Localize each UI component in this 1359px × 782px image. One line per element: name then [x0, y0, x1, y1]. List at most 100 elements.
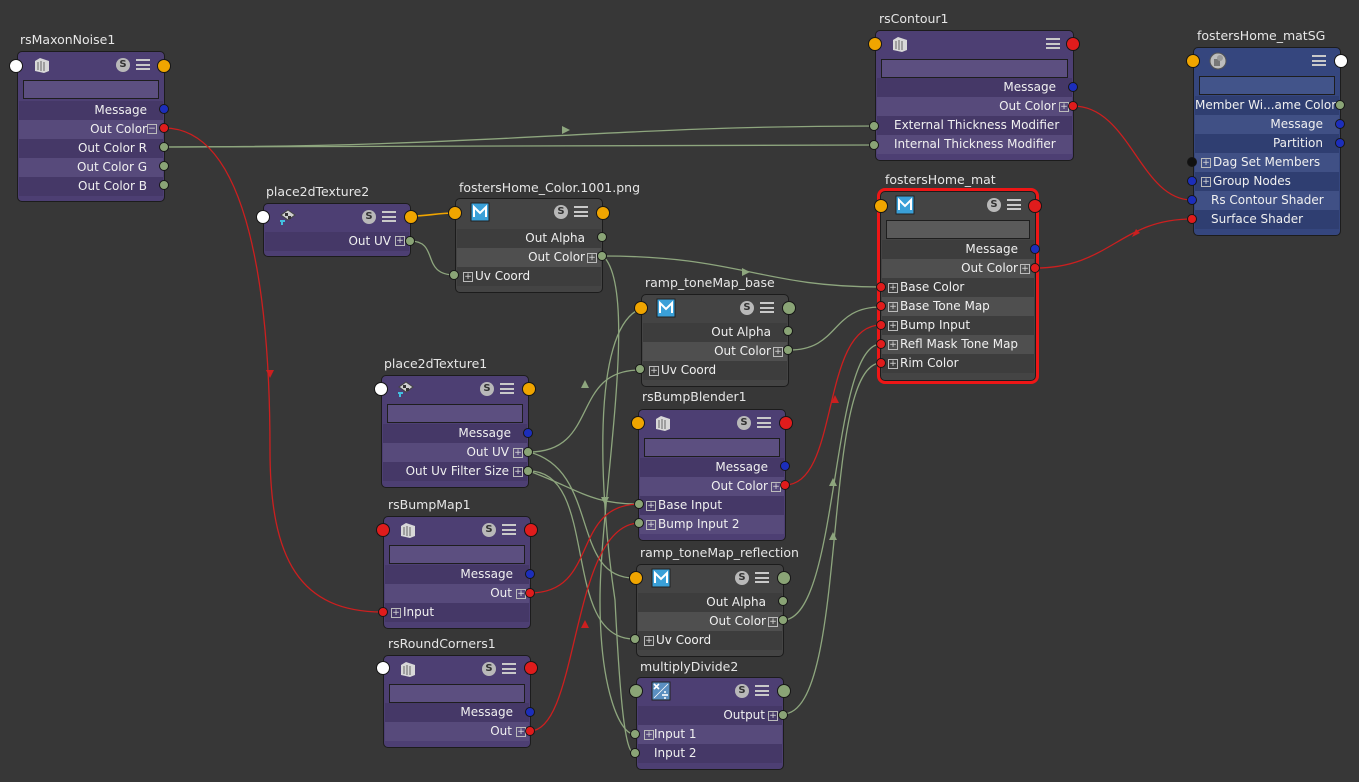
output-port[interactable]: [783, 326, 793, 336]
output-port[interactable]: [1334, 54, 1348, 68]
expand-icon[interactable]: +: [649, 366, 659, 376]
output-port[interactable]: [524, 523, 538, 537]
attr-input-2[interactable]: Input 2: [638, 744, 782, 763]
node-header[interactable]: S: [382, 376, 528, 402]
attr-refl-mask-tone-map[interactable]: Refl Mask Tone Map: [882, 335, 1034, 354]
output-port[interactable]: [778, 596, 788, 606]
output-port[interactable]: [525, 588, 535, 598]
output-port[interactable]: [596, 206, 610, 220]
attr-out-color[interactable]: Out Color: [457, 248, 601, 267]
output-port[interactable]: [1030, 263, 1040, 273]
node-rsRoundCorners1[interactable]: S Message Out +: [383, 655, 531, 748]
input-port[interactable]: [876, 339, 886, 349]
attr-uv-coord[interactable]: Uv Coord: [457, 267, 601, 286]
output-port[interactable]: [1028, 199, 1042, 213]
node-header[interactable]: S: [18, 52, 164, 78]
attr-external-thickness-modifier[interactable]: External Thickness Modifier: [877, 116, 1072, 135]
attr-member-wireframe-color[interactable]: Member Wi...ame Color: [1195, 96, 1339, 115]
node-header[interactable]: S: [639, 410, 785, 436]
attr-message[interactable]: Message: [19, 101, 163, 120]
attr-base-input[interactable]: Base Input: [640, 496, 784, 515]
attr-out[interactable]: Out: [385, 584, 529, 603]
attr-out-color-b[interactable]: Out Color B: [19, 177, 163, 196]
node-fostersHome_Color[interactable]: S Out Alpha Out Color Uv Coord + +: [455, 198, 603, 293]
swatch-toggle-button[interactable]: S: [116, 58, 130, 72]
attribute-list-icon[interactable]: [755, 685, 769, 696]
output-port[interactable]: [1066, 37, 1080, 51]
swatch-toggle-button[interactable]: S: [362, 210, 376, 224]
node-fostersHome_matSG[interactable]: Member Wi...ame Color Message Partition …: [1193, 47, 1341, 236]
node-header[interactable]: S: [264, 204, 410, 230]
output-port[interactable]: [404, 210, 418, 224]
input-port[interactable]: [869, 121, 879, 131]
input-port[interactable]: [634, 499, 644, 509]
attr-output[interactable]: Output: [638, 706, 782, 725]
attr-dag-set-members[interactable]: Dag Set Members: [1195, 153, 1339, 172]
output-port[interactable]: [523, 466, 533, 476]
output-port[interactable]: [523, 447, 533, 457]
attr-out-alpha[interactable]: Out Alpha: [638, 593, 782, 612]
expand-icon[interactable]: +: [644, 636, 654, 646]
output-port[interactable]: [777, 684, 791, 698]
output-port[interactable]: [1335, 138, 1345, 148]
attribute-list-icon[interactable]: [1312, 55, 1326, 66]
expand-icon[interactable]: +: [1201, 177, 1211, 187]
output-port[interactable]: [780, 461, 790, 471]
node-header[interactable]: S: [637, 678, 783, 704]
attr-out-color[interactable]: Out Color: [643, 342, 787, 361]
input-port[interactable]: [630, 748, 640, 758]
swatch-toggle-button[interactable]: S: [480, 382, 494, 396]
output-port[interactable]: [159, 104, 169, 114]
attr-out-color[interactable]: Out Color: [877, 97, 1072, 116]
collapse-icon[interactable]: −: [147, 124, 157, 134]
output-port[interactable]: [1068, 101, 1078, 111]
output-port[interactable]: [159, 123, 169, 133]
attr-message[interactable]: Message: [385, 565, 529, 584]
input-port[interactable]: [876, 320, 886, 330]
attribute-list-icon[interactable]: [502, 524, 516, 535]
attr-base-tone-map[interactable]: Base Tone Map: [882, 297, 1034, 316]
expand-icon[interactable]: +: [888, 302, 898, 312]
attr-message[interactable]: Message: [882, 240, 1034, 259]
node-header[interactable]: S: [637, 565, 783, 591]
input-port[interactable]: [256, 210, 270, 224]
output-port[interactable]: [1335, 119, 1345, 129]
output-port[interactable]: [525, 726, 535, 736]
attr-message[interactable]: Message: [1195, 115, 1339, 134]
swatch-toggle-button[interactable]: S: [482, 523, 496, 537]
output-port[interactable]: [783, 345, 793, 355]
output-port[interactable]: [159, 161, 169, 171]
expand-icon[interactable]: +: [1020, 264, 1030, 274]
swatch-toggle-button[interactable]: S: [554, 205, 568, 219]
expand-icon[interactable]: +: [395, 236, 405, 246]
output-port[interactable]: [597, 251, 607, 261]
expand-icon[interactable]: +: [773, 347, 783, 357]
attribute-list-icon[interactable]: [1007, 199, 1021, 210]
expand-icon[interactable]: +: [768, 617, 778, 627]
attr-internal-thickness-modifier[interactable]: Internal Thickness Modifier: [877, 135, 1072, 154]
attr-out-uv-filter-size[interactable]: Out Uv Filter Size: [383, 462, 527, 481]
swatch-toggle-button[interactable]: S: [482, 662, 496, 676]
swatch-toggle-button[interactable]: S: [740, 301, 754, 315]
attr-surface-shader[interactable]: Surface Shader: [1195, 210, 1339, 229]
node-header[interactable]: S: [384, 656, 530, 682]
node-ramp_toneMap_base[interactable]: S Out Alpha Out Color Uv Coord + +: [641, 294, 789, 387]
attr-out-color-r[interactable]: Out Color R: [19, 139, 163, 158]
output-port[interactable]: [1030, 244, 1040, 254]
output-port[interactable]: [159, 180, 169, 190]
output-port[interactable]: [1068, 82, 1078, 92]
input-port[interactable]: [631, 416, 645, 430]
input-port[interactable]: [1187, 214, 1197, 224]
attr-group-nodes[interactable]: Group Nodes: [1195, 172, 1339, 191]
expand-icon[interactable]: +: [888, 283, 898, 293]
input-port[interactable]: [629, 684, 643, 698]
expand-icon[interactable]: +: [513, 467, 523, 477]
attr-bump-input[interactable]: Bump Input: [882, 316, 1034, 335]
input-port[interactable]: [876, 358, 886, 368]
node-header[interactable]: S: [384, 517, 530, 543]
attr-out-uv[interactable]: Out UV: [383, 443, 527, 462]
output-port[interactable]: [525, 707, 535, 717]
output-port[interactable]: [597, 232, 607, 242]
expand-icon[interactable]: +: [646, 501, 656, 511]
output-port[interactable]: [157, 59, 171, 73]
